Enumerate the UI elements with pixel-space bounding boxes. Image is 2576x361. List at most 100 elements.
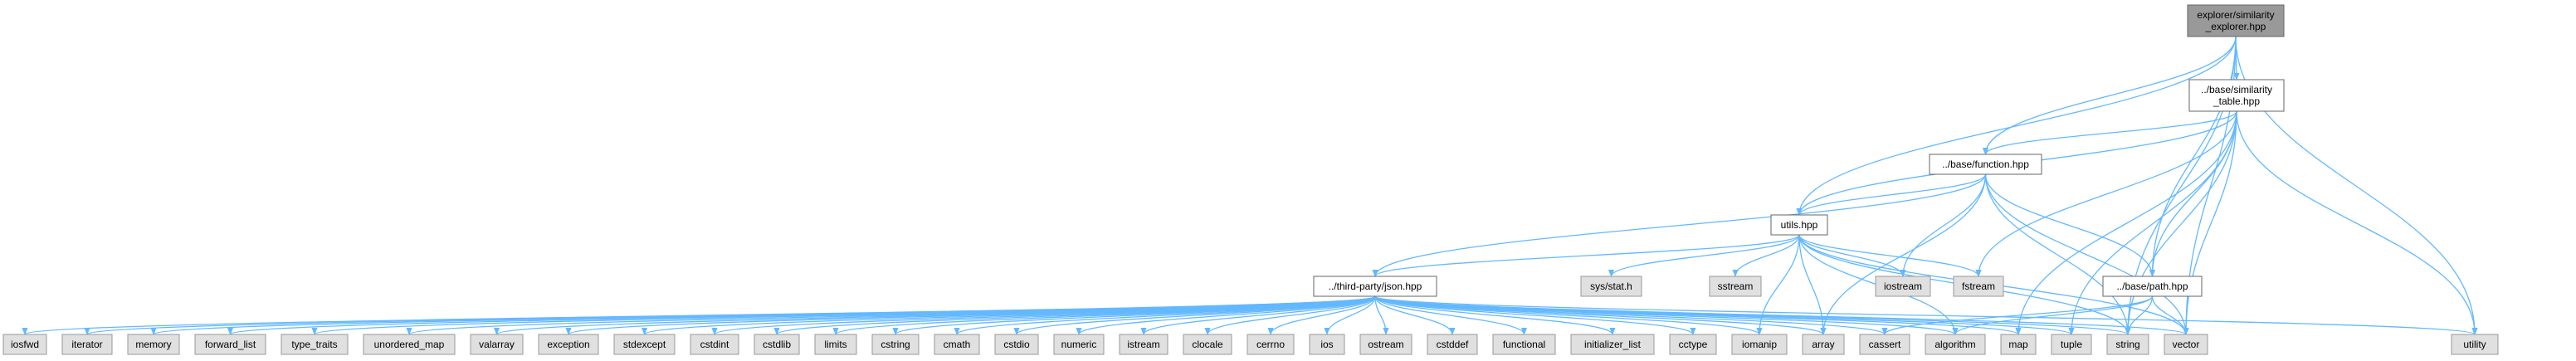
node-label: iomanip [1742,339,1777,350]
node-box [1053,334,1105,355]
node-label: limits [824,339,846,350]
node-label: cmath [944,339,971,350]
edge-json-to-type_traits [311,295,1376,335]
node-cstdio: cstdio [994,334,1039,355]
node-label: clocale [1192,339,1223,350]
node-box [994,334,1039,355]
node-box [2106,334,2149,355]
node-forward-list: forward_list [194,334,266,355]
node-function[interactable]: ../base/function.hpp [1929,154,2042,175]
node-iomanip: iomanip [1731,334,1788,355]
node-box [1802,334,1845,355]
node-box [2164,334,2208,355]
node-unordered-map: unordered_map [363,334,456,355]
edge-explorer-to-function [1982,36,2237,155]
edge-function-to-string [1984,173,2131,335]
node-box [2188,79,2285,112]
edge-function-to-json [1372,173,1987,277]
node-label: _explorer.hpp [2205,21,2266,32]
edge-json-to-utility [1374,295,2478,335]
edge-json-to-cstdio [1013,295,1376,335]
edge-utils-to-array [1798,234,1827,335]
node-utils[interactable]: utils.hpp [1770,214,1828,236]
edge-simtable-to-map [2015,110,2237,335]
node-box [1875,276,1931,297]
node-simtable[interactable]: ../base/similarity_table.hpp [2188,79,2285,112]
node-label: _table.hpp [2213,95,2260,107]
node-box [1929,154,2042,175]
node-layer: explorer/similarity_explorer.hpp ../base/… [2,4,2499,355]
edge-json-to-functional [1374,295,1528,335]
node-ios: ios [1309,334,1345,355]
node-box [871,334,920,355]
node-istream: istream [1119,334,1168,355]
node-box [690,334,739,355]
node-label: functional [1503,339,1545,350]
edge-function-to-iostream [1900,173,1987,277]
node-label: cstdlib [763,339,791,350]
edge-function-to-utils [1796,173,1987,216]
node-box [61,334,113,355]
edge-json-to-ios [1324,295,1376,335]
node-numeric: numeric [1053,334,1105,355]
node-box [1247,334,1295,355]
node-json[interactable]: ../third-party/json.hpp [1313,276,1437,297]
node-label: cstdio [1003,339,1030,350]
node-label: valarray [479,339,515,350]
node-sysstat: sys/stat.h [1580,276,1642,297]
edge-explorer-to-path [2149,36,2237,277]
node-label: algorithm [1934,339,1975,350]
node-label: cassert [1869,339,1901,350]
node-box [470,334,524,355]
node-initializer-list: initializer_list [1570,334,1655,355]
node-box [1953,276,2004,297]
edge-simtable-to-fstream [1975,110,2237,277]
node-box [613,334,676,355]
edge-json-to-numeric [1076,295,1376,335]
node-label: tuple [2061,339,2082,350]
node-box [814,334,857,355]
edge-path-to-cassert [1881,295,2154,335]
edge-simtable-to-utility [2236,110,2478,335]
node-algorithm: algorithm [1925,334,1986,355]
node-box [127,334,180,355]
node-label: cstring [881,339,910,350]
node-box [2051,334,2092,355]
edge-json-to-cmath [954,295,1376,335]
node-cassert: cassert [1859,334,1910,355]
edge-json-to-algorithm [1374,295,1959,335]
edge-json-to-tuple [1374,295,2075,335]
node-utility: utility [2451,334,2499,355]
node-string: string [2106,334,2149,355]
node-label: utils.hpp [1781,219,1818,231]
edge-json-to-ostream [1374,295,1389,335]
edge-json-to-vector [1374,295,2189,335]
node-label: cstddef [1437,339,1469,350]
node-box [1925,334,1986,355]
node-explorer[interactable]: explorer/similarity_explorer.hpp [2187,4,2285,37]
node-functional: functional [1492,334,1556,355]
node-box [2102,276,2203,297]
node-box [1709,276,1762,297]
node-label: iosfwd [11,339,39,350]
node-iosfwd: iosfwd [2,334,47,355]
node-iterator: iterator [61,334,113,355]
node-box [2,334,47,355]
node-label: iostream [1884,281,1922,292]
node-label: sys/stat.h [1590,281,1632,292]
node-path[interactable]: ../base/path.hpp [2102,276,2203,297]
node-ostream: ostream [1359,334,1412,355]
node-box [1580,276,1642,297]
edge-function-to-vector [1984,173,2189,335]
edge-simtable-to-function [1983,110,2237,155]
node-box [1859,334,1910,355]
node-box [1359,334,1412,355]
node-label: type_traits [291,339,337,350]
edge-simtable-to-vector [2183,110,2237,335]
node-label: sstream [1718,281,1754,292]
node-box [1309,334,1345,355]
edge-json-to-cstddef [1374,295,1456,335]
node-cerrno: cerrno [1247,334,1295,355]
node-array: array [1802,334,1845,355]
